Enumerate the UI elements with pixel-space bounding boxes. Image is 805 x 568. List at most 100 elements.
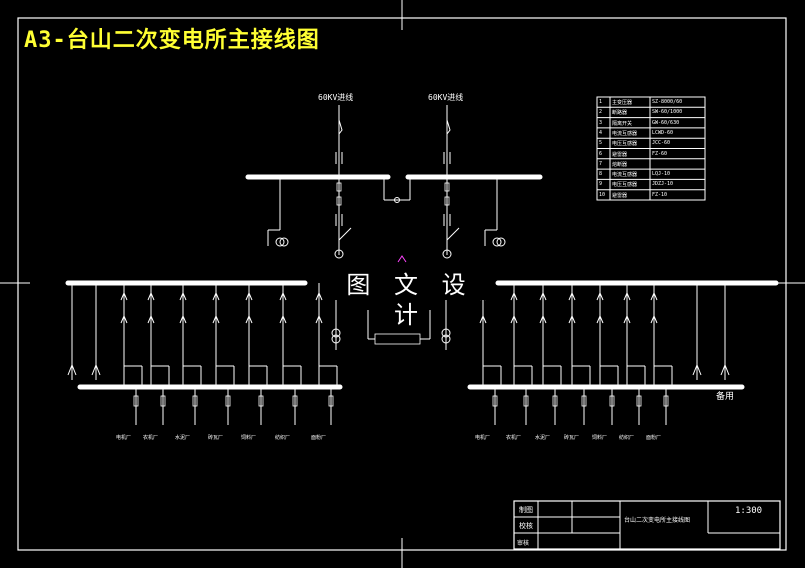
spare-arrester: [67, 363, 77, 376]
feeder-switch: [315, 314, 323, 324]
incoming-line-label-2: 60KV进线: [428, 93, 464, 102]
disconnector: [444, 182, 450, 192]
feeder-label-right-5: 饲料厂: [592, 435, 608, 441]
equipment-table-cell: 避雷器: [612, 192, 628, 199]
feeder-switch: [179, 314, 187, 324]
feeder-breaker: [225, 395, 231, 407]
spare-arrester: [720, 363, 730, 376]
feeder-breaker: [492, 395, 498, 407]
equipment-table-cell: 熔断器: [612, 161, 628, 168]
feeder-label-right-4: 砖瓦厂: [564, 435, 580, 441]
bus-section-breaker: [374, 333, 421, 345]
spare-arrester: [91, 363, 101, 376]
feeder-switch: [212, 314, 220, 324]
feeder-label-left-2: 农机厂: [143, 435, 159, 441]
incoming-switch: [338, 119, 343, 135]
voltage-transformer: [492, 237, 502, 247]
station-transformer: [331, 334, 341, 344]
spare-arrester: [692, 363, 702, 376]
equipment-table-cell: LCWD-60: [652, 129, 674, 136]
equipment-table-cell: 6: [599, 150, 603, 157]
feeder-switch: [479, 314, 487, 324]
feeder-label-right-6: 纺织厂: [619, 435, 635, 441]
feeder-label-right-2: 农机厂: [506, 435, 522, 441]
feeder-label-left-4: 砖瓦厂: [208, 435, 224, 441]
equipment-table-cell: 电压互感器: [612, 141, 638, 148]
equipment-table-cell: FZ-10: [652, 191, 668, 198]
drawing-title: A3-台山二次变电所主接线图: [24, 28, 320, 53]
feeder-label-left-7: 面粉厂: [311, 435, 327, 441]
feeder-breaker: [192, 395, 198, 407]
equipment-table-cell: 7: [599, 160, 603, 167]
feeder-breaker: [328, 395, 334, 407]
feeder-fuse: [650, 291, 658, 301]
equipment-table-cell: JCC-60: [652, 140, 671, 147]
title-block-drawing-name: 台山二次变电所主接线图: [624, 517, 691, 524]
feeder-breaker: [636, 395, 642, 407]
feeder-switch: [147, 314, 155, 324]
voltage-transformer: [279, 237, 289, 247]
disconnector: [336, 182, 342, 192]
incoming-line-label-1: 60KV进线: [318, 93, 354, 102]
feeder-breaker: [609, 395, 615, 407]
feeder-label-right-7: 面粉厂: [646, 435, 662, 441]
equipment-table-cell: 电流互感器: [612, 172, 638, 179]
title-block-drawn: 制图: [519, 506, 533, 514]
feeder-breaker: [552, 395, 558, 407]
bus-coupler-breaker: [394, 197, 400, 203]
feeder-switch: [539, 314, 547, 324]
feeder-switch: [279, 314, 287, 324]
equipment-table-cell: 5: [599, 140, 603, 147]
station-transformer: [441, 328, 451, 338]
surge-arrester-lead: [446, 227, 460, 241]
feeder-fuse: [510, 291, 518, 301]
feeder-fuse: [147, 291, 155, 301]
feeder-label-left-3: 水泥厂: [175, 435, 191, 441]
marker: [397, 255, 407, 263]
equipment-table-cell: 2: [599, 109, 603, 116]
feeder-breaker: [523, 395, 529, 407]
feeder-switch: [120, 314, 128, 324]
equipment-table-cell: 1: [599, 99, 603, 105]
feeder-breaker: [258, 395, 264, 407]
feeder-fuse: [568, 291, 576, 301]
transformer-winding: [442, 249, 452, 259]
feeder-fuse: [623, 291, 631, 301]
equipment-table-cell: 避雷器: [612, 151, 628, 158]
feeder-fuse: [315, 291, 323, 301]
feeder-fuse: [596, 291, 604, 301]
equipment-table-cell: FZ-60: [652, 150, 668, 157]
voltage-transformer: [275, 237, 285, 247]
feeder-switch: [245, 314, 253, 324]
feeder-breaker: [663, 395, 669, 407]
title-block: [513, 500, 781, 550]
feeder-switch: [623, 314, 631, 324]
feeder-fuse: [120, 291, 128, 301]
equipment-table-cell: JDZJ-10: [652, 181, 674, 188]
feeder-label-left-6: 纺织厂: [275, 435, 291, 441]
station-transformer: [441, 334, 451, 344]
feeder-label-right-3: 水泥厂: [535, 435, 551, 441]
equipment-table-cell: 电压互感器: [612, 182, 638, 189]
feeder-switch: [568, 314, 576, 324]
title-block-approve: 审核: [517, 540, 530, 547]
equipment-table-cell: 9: [599, 181, 603, 188]
equipment-table-cell: 3: [599, 119, 603, 126]
feeder-fuse: [245, 291, 253, 301]
feeder-fuse: [179, 291, 187, 301]
feeder-switch: [596, 314, 604, 324]
disconnector: [444, 196, 450, 206]
feeder-switch: [650, 314, 658, 324]
equipment-table-cell: 4: [599, 129, 603, 136]
equipment-table-cell: 断路器: [612, 110, 628, 117]
equipment-table-cell: 主变压器: [612, 100, 633, 106]
feeder-label-left-1: 电机厂: [116, 435, 132, 441]
feeder-breaker: [133, 395, 139, 407]
transformer-winding: [334, 249, 344, 259]
equipment-table-cell: GW-60/630: [652, 119, 680, 126]
equipment-table-cell: 隔离开关: [612, 120, 633, 127]
spare-feeder-label: 备用: [716, 392, 735, 402]
title-block-scale: 1:300: [735, 506, 763, 516]
